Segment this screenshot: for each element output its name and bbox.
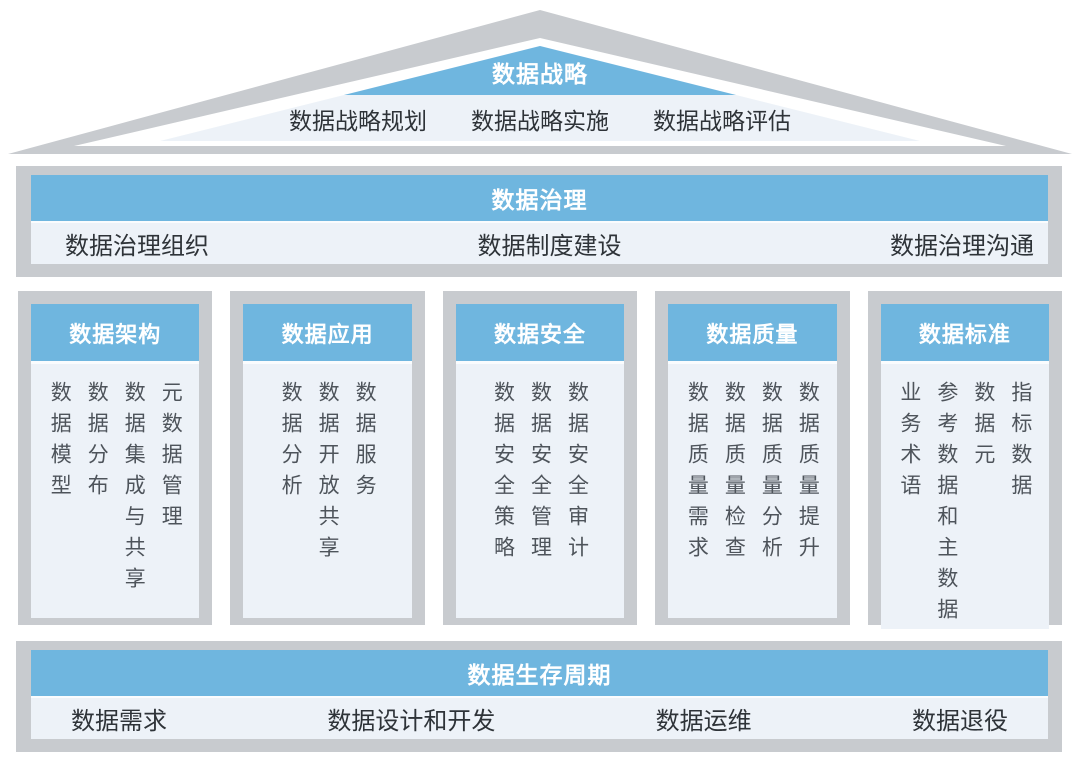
pillar-item: 数据安全管理: [528, 381, 552, 567]
lifecycle-item-retirement: 数据退役: [911, 708, 1008, 735]
pillar-data-quality-body: 数据质量需求 数据质量检查 数据质量分析 数据质量提升: [668, 361, 837, 618]
pillar-data-quality-header: 数据质量: [668, 304, 837, 361]
pillar-item: 参考数据和主数据: [934, 381, 958, 629]
pillar-data-standards-body: 业务术语 参考数据和主数据 数据元 指标数据: [880, 361, 1050, 629]
pillar-data-architecture-body: 数据模型 数据分布 数据集成与共享 元数据管理: [31, 361, 200, 618]
pillar-data-standards-header: 数据标准: [880, 304, 1050, 361]
pillar-item: 数据质量提升: [796, 381, 820, 567]
roof-strategy-header-shape: [344, 46, 736, 95]
governance-item-policy: 数据制度建设: [477, 233, 622, 260]
pillar-data-architecture-header: 数据架构: [31, 304, 200, 361]
lifecycle-body: 数据需求 数据设计和开发 数据运维 数据退役: [31, 696, 1048, 739]
roof-item-implementation: 数据战略实施: [471, 108, 609, 134]
governance-item-communication: 数据治理沟通: [890, 233, 1034, 260]
pillar-item: 数据模型: [48, 381, 72, 505]
roof-item-planning: 数据战略规划: [289, 108, 427, 134]
pillar-data-standards: 数据标准 业务术语 参考数据和主数据 数据元 指标数据: [867, 291, 1063, 629]
pillar-item: 数据质量分析: [759, 381, 783, 567]
governance-item-organization: 数据治理组织: [65, 233, 209, 260]
roof-title: 数据战略: [492, 61, 588, 87]
pillar-item: 数据质量检查: [722, 381, 746, 567]
pillar-data-quality: 数据质量 数据质量需求 数据质量检查 数据质量分析 数据质量提升: [655, 291, 850, 625]
pillar-data-application-body: 数据分析 数据开放共享 数据服务: [243, 361, 412, 618]
pillar-item: 指标数据: [1008, 381, 1032, 505]
governance-band: 数据治理 数据治理组织 数据制度建设 数据治理沟通: [16, 166, 1062, 277]
pillar-item: 业务术语: [897, 381, 921, 505]
pillar-item: 元数据管理: [159, 381, 183, 536]
lifecycle-header: 数据生存周期: [31, 650, 1048, 696]
roof: [8, 10, 1072, 154]
pillar-item: 数据集成与共享: [122, 381, 146, 598]
pillar-item: 数据质量需求: [685, 381, 709, 567]
pillar-item: 数据安全策略: [491, 381, 515, 567]
lifecycle-item-design-development: 数据设计和开发: [327, 708, 496, 735]
pillar-data-security-header: 数据安全: [455, 304, 625, 361]
pillar-data-application: 数据应用 数据分析 数据开放共享 数据服务: [230, 291, 425, 625]
lifecycle-item-requirements: 数据需求: [71, 708, 167, 735]
pillar-data-security-body: 数据安全策略 数据安全管理 数据安全审计: [455, 361, 625, 618]
pillar-data-architecture: 数据架构 数据模型 数据分布 数据集成与共享 元数据管理: [18, 291, 213, 625]
pillar-item: 数据开放共享: [316, 381, 340, 567]
pillar-item: 数据安全审计: [565, 381, 589, 567]
pillar-item: 数据分布: [85, 381, 109, 505]
pillars-row: 数据架构 数据模型 数据分布 数据集成与共享 元数据管理 数据应用 数据分析 数…: [18, 291, 1063, 629]
lifecycle-item-operations: 数据运维: [655, 708, 752, 735]
pillar-item: 数据服务: [353, 381, 377, 505]
pillar-data-security: 数据安全 数据安全策略 数据安全管理 数据安全审计: [442, 291, 638, 625]
lifecycle-band: 数据生存周期 数据需求 数据设计和开发 数据运维 数据退役: [16, 641, 1062, 752]
pillar-data-application-header: 数据应用: [243, 304, 412, 361]
governance-body: 数据治理组织 数据制度建设 数据治理沟通: [31, 221, 1048, 264]
governance-header: 数据治理: [31, 175, 1048, 221]
pillar-item: 数据分析: [279, 381, 303, 505]
roof-items-row: 数据战略规划 数据战略实施 数据战略评估: [0, 104, 1080, 134]
roof-item-evaluation: 数据战略评估: [653, 108, 791, 134]
pillar-item: 数据元: [971, 381, 995, 474]
